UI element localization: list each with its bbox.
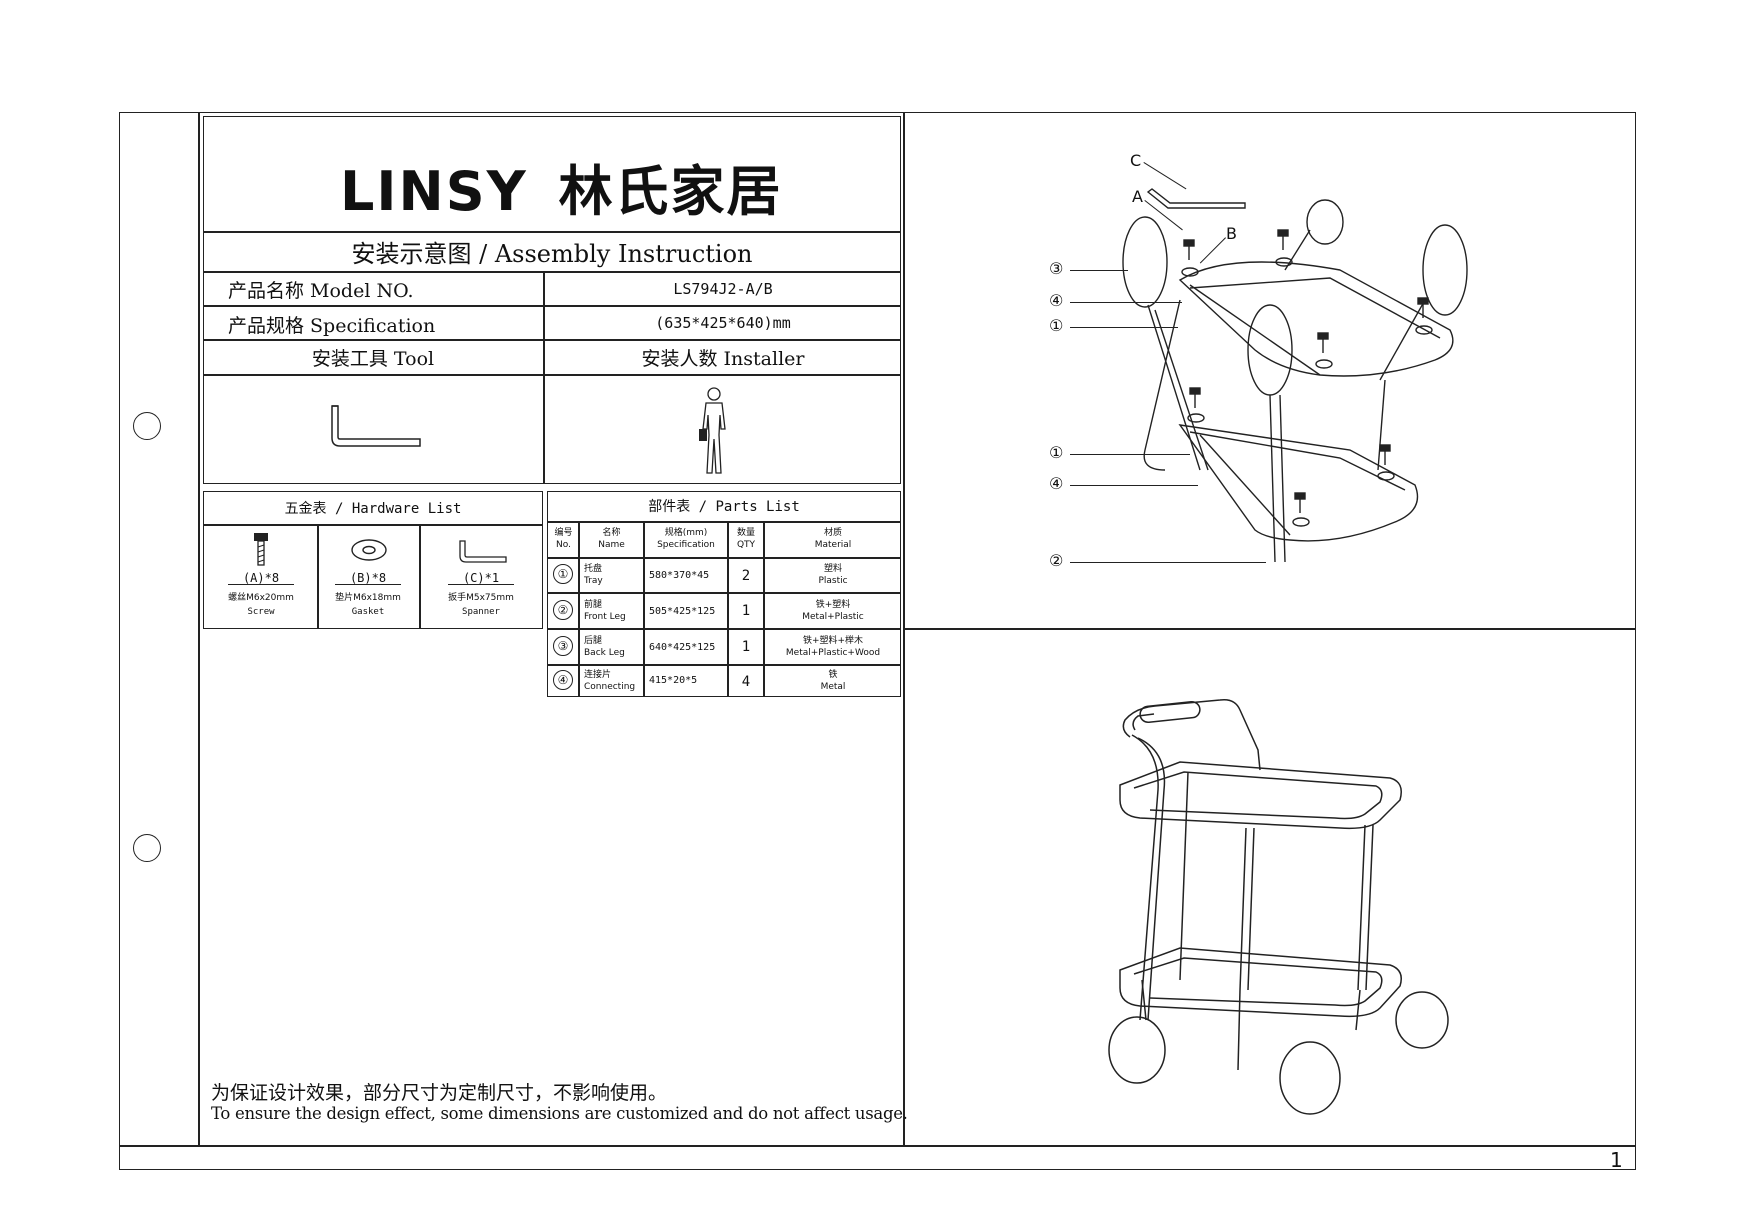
installer-label: 安装人数 Installer (641, 347, 805, 370)
hardware-a-cn: 螺丝M6x20mm (228, 593, 294, 603)
page-number: 1 (1610, 1148, 1623, 1172)
spec-label: 产品规格 Specification (228, 315, 436, 337)
callout-4-upper-leader (1070, 302, 1182, 303)
parts-col-line-3 (727, 521, 729, 697)
label-a: A (1132, 187, 1143, 206)
header-row-line-4 (203, 339, 901, 341)
punch-hole-bottom (133, 834, 161, 862)
hardware-b-code: (B)*8 (335, 572, 401, 585)
parts-row-3-no: ③ (553, 636, 573, 656)
hardware-title-line (203, 524, 543, 526)
callout-4-upper: ④ (1049, 291, 1064, 310)
model-value: LS794J2-A/B (673, 279, 773, 298)
hardware-c-en: Spanner (462, 607, 500, 617)
callout-4-lower-leader (1070, 485, 1198, 486)
hardware-col-line-1 (317, 524, 319, 629)
exploded-assembly-diagram (1122, 188, 1468, 563)
binding-margin-line (198, 112, 200, 1146)
parts-row-3-spec: 640*425*125 (649, 642, 716, 653)
callout-3-leader (1070, 270, 1128, 271)
tool-label: 安装工具 Tool (311, 347, 435, 370)
parts-row-1-spec: 580*370*45 (649, 570, 710, 581)
callout-3: ③ (1049, 259, 1064, 278)
hardware-c-code: (C)*1 (448, 572, 514, 585)
footer-divider (119, 1145, 1636, 1147)
screw-icon (254, 533, 268, 566)
brand-latin: LINSY (340, 160, 528, 223)
header-row-line-1 (203, 231, 901, 233)
parts-title: 部件表 / Parts List (648, 499, 800, 515)
parts-row-1-no: ① (553, 564, 573, 584)
hardware-b-cn: 垫片M6x18mm (335, 593, 401, 603)
parts-col-line-2 (643, 521, 645, 697)
parts-row-4-qty: 4 (741, 673, 751, 690)
hardware-col-line-2 (419, 524, 421, 629)
note-chinese: 为保证设计效果，部分尺寸为定制尺寸，不影响使用。 (211, 1082, 668, 1104)
parts-header-spec: 规格(mm)Specification (657, 528, 715, 550)
label-c: C (1130, 151, 1142, 170)
callout-1-lower: ① (1049, 443, 1064, 462)
header-row-line-2 (203, 271, 901, 273)
installer-person-icon (699, 387, 726, 474)
header-col-line (543, 271, 545, 484)
callout-1-upper: ① (1049, 316, 1064, 335)
label-b: B (1226, 224, 1237, 243)
document-title: 安装示意图 / Assembly Instruction (351, 240, 753, 268)
parts-col-line-1 (578, 521, 580, 697)
parts-header-line (547, 557, 901, 559)
allen-key-icon (331, 405, 421, 447)
hardware-title: 五金表 / Hardware List (284, 500, 462, 517)
parts-row-2-no: ② (553, 600, 573, 620)
page-frame (119, 112, 1636, 1170)
washer-icon (351, 539, 387, 561)
parts-col-line-4 (763, 521, 765, 697)
header-block (203, 116, 901, 484)
hardware-c-cn: 扳手M5x75mm (448, 593, 514, 603)
parts-table (547, 491, 901, 697)
header-row-line-5 (203, 374, 901, 376)
header-row-line-3 (203, 305, 901, 307)
callout-2: ② (1049, 551, 1064, 570)
parts-title-line (547, 521, 901, 523)
parts-row-2-qty: 1 (741, 603, 751, 619)
note-english: To ensure the design effect, some dimens… (211, 1104, 908, 1123)
hardware-a-code: (A)*8 (228, 572, 294, 585)
parts-row-2-spec: 505*425*125 (649, 606, 716, 617)
spec-value: (635*425*640)mm (655, 313, 791, 332)
callout-1-upper-leader (1070, 327, 1178, 328)
parts-row-3-qty: 1 (741, 639, 751, 655)
right-horizontal-divider (903, 628, 1636, 630)
parts-row-1-qty: 2 (741, 567, 751, 584)
parts-row-line-3 (547, 664, 901, 666)
parts-row-line-1 (547, 592, 901, 594)
callout-2-leader (1070, 562, 1266, 563)
punch-hole-top (133, 412, 161, 440)
brand-logo: LINSY 林氏家居 (340, 147, 783, 226)
brand-chinese: 林氏家居 (558, 160, 783, 223)
parts-row-line-2 (547, 628, 901, 630)
model-label: 产品名称 Model NO. (228, 280, 414, 302)
hardware-table (203, 491, 543, 629)
callout-4-lower: ④ (1049, 474, 1064, 493)
parts-row-4-no: ④ (553, 670, 573, 690)
parts-row-4-spec: 415*20*5 (649, 675, 698, 686)
callout-1-lower-leader (1070, 454, 1190, 455)
spanner-icon (459, 540, 507, 563)
hardware-b-en: Gasket (351, 607, 385, 617)
assembled-cart-diagram (1108, 698, 1449, 1115)
hardware-a-en: Screw (247, 607, 275, 617)
